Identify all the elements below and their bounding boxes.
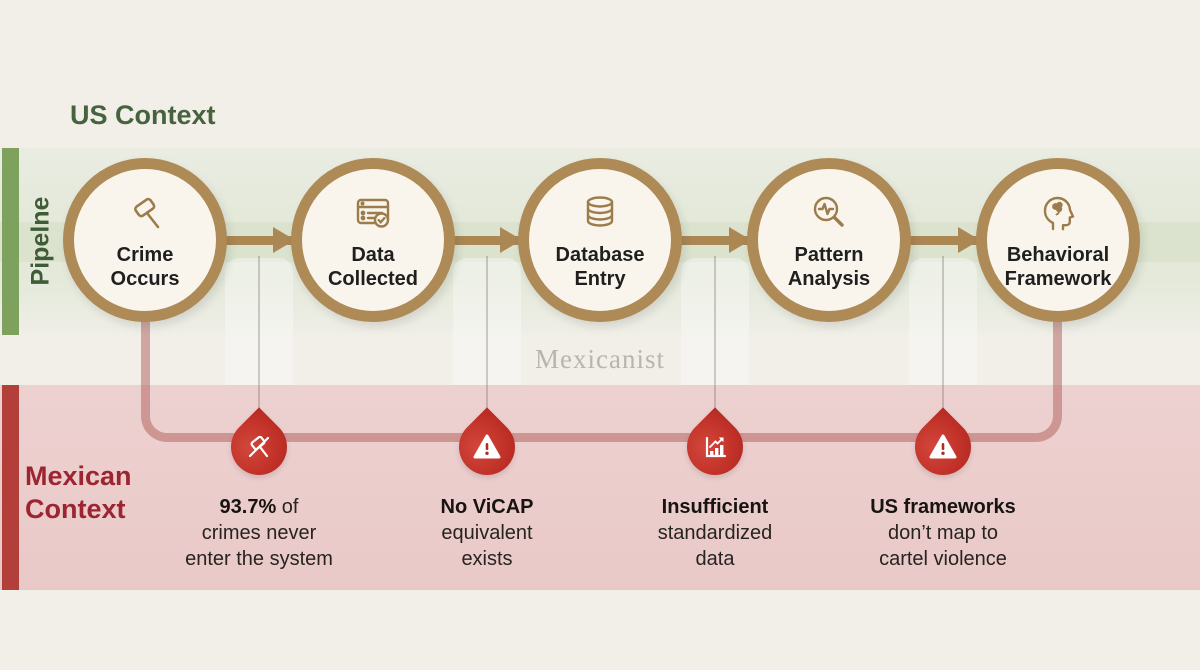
stage-label-line2: Collected: [327, 267, 419, 290]
red-edge-bar: [2, 385, 19, 590]
issue-line3: enter the system: [185, 548, 333, 570]
issue-text-underreporting: 93.7% of crimes never enter the system: [149, 494, 369, 572]
stage-circle-pattern-analysis: Pattern Analysis: [747, 158, 911, 322]
issue-bold: 93.7%: [219, 496, 277, 518]
issue-line2: crimes never: [201, 522, 317, 544]
form-check-icon: [349, 190, 397, 238]
stage-label: Pattern Analysis: [788, 243, 870, 291]
lane: [681, 258, 749, 385]
gavel-slash-icon: [231, 419, 287, 475]
gavel-icon: [121, 190, 169, 238]
stage-label: Data Collected: [328, 243, 418, 291]
issue-line3: data: [695, 548, 735, 570]
issue-drop-insufficient-data: [675, 407, 755, 487]
stage-circle-crime-occurs: Crime Occurs: [63, 158, 227, 322]
issue-bold: US frameworks: [870, 496, 1016, 518]
stage-label-line1: Database: [555, 243, 645, 266]
connector-dropline: [258, 256, 260, 410]
stage-label-line2: Occurs: [110, 267, 180, 290]
issue-rest: of: [276, 496, 299, 518]
stage-label-line1: Behavioral: [1006, 243, 1110, 266]
database-icon: [576, 190, 624, 238]
issue-line1: US frameworks: [833, 494, 1053, 520]
mexican-context-band: [0, 385, 1200, 590]
watermark: Mexicanist: [535, 344, 665, 374]
issue-text-insufficient-data: Insufficient standardized data: [605, 494, 825, 572]
connector-dropline: [486, 256, 488, 410]
stage-circle-behavioral-framework: Behavioral Framework: [976, 158, 1140, 322]
issue-text-frameworks: US frameworks don’t map to cartel violen…: [833, 494, 1053, 572]
issue-line1: 93.7% of: [149, 494, 369, 520]
warning-icon: [459, 419, 515, 475]
us-context-title: US Context: [70, 100, 216, 130]
us-to-mx-connector: [141, 312, 1062, 442]
arrow-right-icon: [958, 227, 980, 253]
stage-label-line2: Analysis: [787, 267, 871, 290]
mexican-context-title-line2: Context: [25, 494, 126, 524]
issue-bold: No ViCAP: [440, 496, 534, 518]
stage-label: Crime Occurs: [111, 243, 180, 291]
mexican-context-title-line1: Mexican: [25, 461, 132, 491]
connector-dropline: [714, 256, 716, 410]
stage-label-line1: Data: [351, 243, 395, 266]
stage-label-line2: Entry: [574, 267, 626, 290]
stage-label: Database Entry: [556, 243, 645, 291]
stage-label: Behavioral Framework: [1005, 243, 1112, 291]
issue-bold: Insufficient: [661, 496, 769, 518]
arrow-right-icon: [500, 227, 522, 253]
lane: [453, 258, 521, 385]
warning-icon: [915, 419, 971, 475]
lane: [909, 258, 977, 385]
lane: [225, 258, 293, 385]
issue-line2: standardized: [657, 522, 773, 544]
issue-line1: No ViCAP: [377, 494, 597, 520]
issue-drop-no-vicap: [447, 407, 527, 487]
stage-label-line1: Crime: [116, 243, 174, 266]
pipeline-side-label: Pipelne: [26, 196, 55, 286]
issue-line2: don’t map to: [887, 522, 999, 544]
stage-label-line2: Framework: [1004, 267, 1112, 290]
issue-line2: equivalent: [441, 522, 533, 544]
mexican-context-title: Mexican Context: [25, 460, 132, 526]
arrow-right-icon: [273, 227, 295, 253]
issue-line3: exists: [461, 548, 513, 570]
head-brain-icon: [1034, 190, 1082, 238]
bar-chart-icon: [687, 419, 743, 475]
stage-circle-data-collected: Data Collected: [291, 158, 455, 322]
green-edge-bar: [2, 148, 19, 335]
issue-text-no-vicap: No ViCAP equivalent exists: [377, 494, 597, 572]
issue-line1: Insufficient: [605, 494, 825, 520]
issue-drop-frameworks: [903, 407, 983, 487]
arrow-right-icon: [729, 227, 751, 253]
issue-line3: cartel violence: [879, 548, 1007, 570]
stage-label-line1: Pattern: [794, 243, 864, 266]
stage-circle-database-entry: Database Entry: [518, 158, 682, 322]
connector-dropline: [942, 256, 944, 410]
issue-drop-underreporting: [219, 407, 299, 487]
magnifier-pulse-icon: [805, 190, 853, 238]
